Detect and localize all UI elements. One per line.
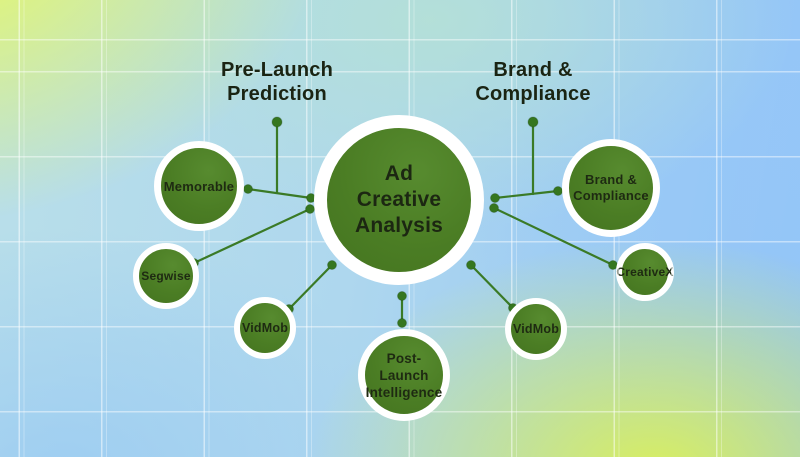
node-label: Brand & Compliance	[573, 172, 649, 203]
node-memorable: Memorable	[154, 141, 244, 231]
node-brand-compliance: Brand & Compliance	[562, 139, 660, 237]
node-segwise: Segwise	[133, 243, 199, 309]
node-post-launch-intelligence: Post-Launch Intelligence	[358, 329, 450, 421]
node-vidmob-left: VidMob	[234, 297, 296, 359]
node-label: CreativeX	[616, 265, 674, 279]
heading-pre-launch-prediction: Pre-Launch Prediction	[220, 59, 334, 105]
node-ad-creative-analysis: Ad Creative Analysis	[314, 115, 484, 285]
node-creativex: CreativeX	[616, 243, 674, 301]
heading-brand-compliance: Brand & Compliance	[475, 59, 591, 105]
node-label: Memorable	[163, 178, 235, 194]
node-label: Post-Launch Intelligence	[365, 350, 443, 400]
center-node-label: Ad Creative Analysis	[355, 162, 443, 237]
node-label: VidMob	[241, 321, 289, 335]
node-vidmob-right: VidMob	[505, 298, 567, 360]
node-label: Segwise	[141, 269, 191, 283]
node-label: VidMob	[512, 322, 560, 336]
